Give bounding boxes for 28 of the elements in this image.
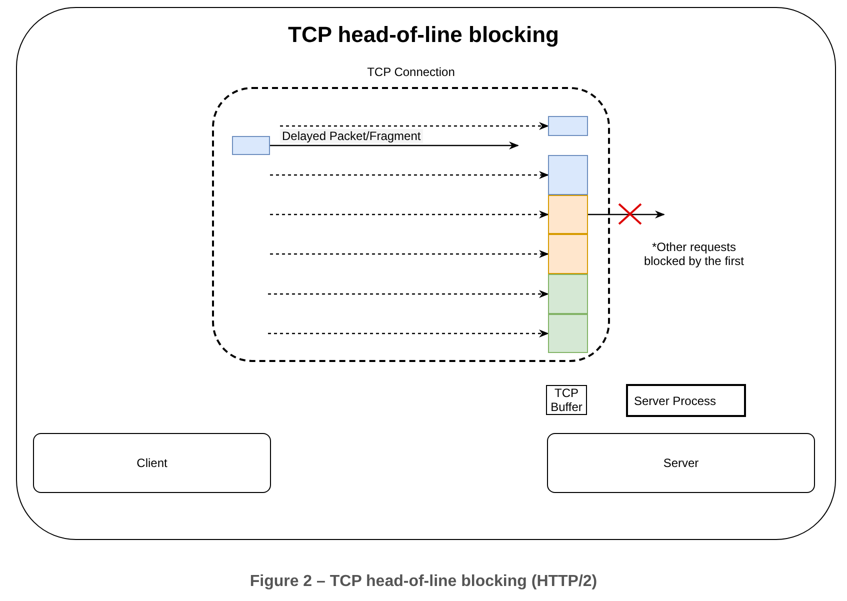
arrow — [268, 330, 549, 338]
rounded-frame — [16, 7, 836, 540]
diagram-title: TCP head-of-line blocking — [287, 22, 560, 48]
server-box — [547, 433, 815, 493]
buffer-slot — [548, 195, 588, 234]
buffer-label: TCP Buffer — [550, 386, 584, 414]
arrow — [270, 171, 549, 179]
figure-caption: Figure 2 – TCP head-of-line blocking (HTTP/2) — [248, 573, 598, 591]
note-text: *Other requests blocked by the first — [642, 240, 746, 268]
buffer-slot — [548, 155, 588, 195]
packet-block — [548, 116, 588, 136]
process-box — [626, 384, 746, 417]
buffer-slot — [548, 274, 588, 314]
arrow — [588, 210, 665, 218]
client-box — [33, 433, 271, 493]
buffer-slot — [548, 314, 588, 353]
server-label: Server — [663, 456, 699, 470]
arrow — [270, 210, 549, 218]
arrow — [270, 142, 519, 150]
client-label: Client — [136, 456, 168, 470]
packet-block — [232, 136, 270, 155]
arrow — [268, 290, 549, 298]
arrow — [280, 122, 549, 130]
process-label: Server Process — [633, 394, 716, 408]
buffer-slot — [548, 234, 588, 274]
arrow — [270, 250, 549, 258]
edge-label: Delayed Packet/Fragment — [280, 128, 423, 142]
connection-label: TCP Connection — [366, 65, 456, 79]
